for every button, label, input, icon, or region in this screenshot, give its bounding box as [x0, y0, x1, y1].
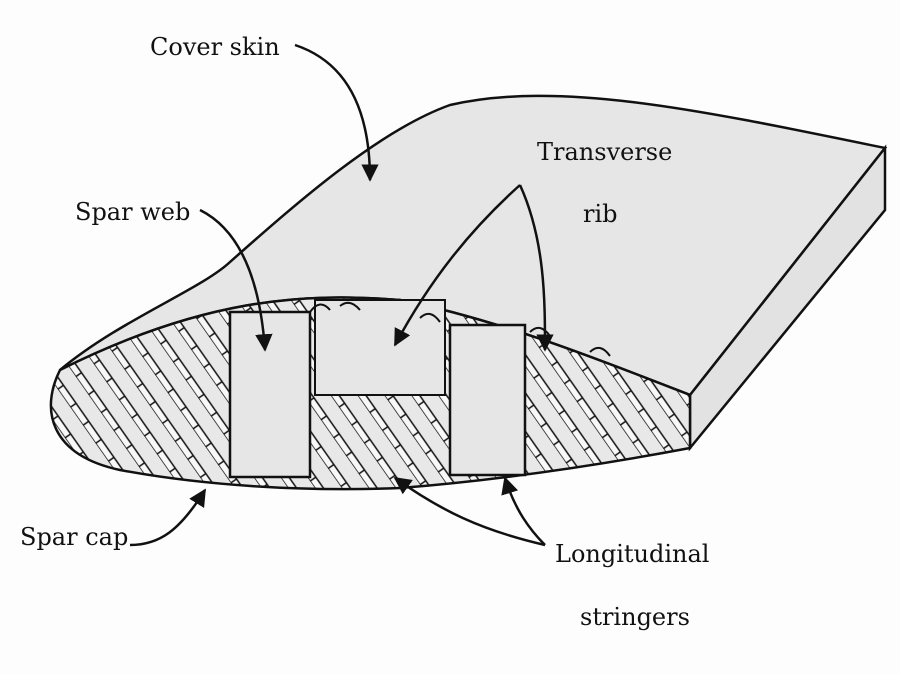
- label-longitudinal: Longitudinal: [555, 540, 709, 568]
- spar-web-front: [228, 310, 312, 479]
- spar-web-rear: [448, 323, 527, 477]
- label-spar-cap: Spar cap: [20, 523, 128, 551]
- label-transverse: Transverse: [537, 138, 672, 166]
- label-spar-web: Spar web: [75, 198, 190, 226]
- arrow-stringer-1: [393, 476, 546, 547]
- arrow-spar-cap: [129, 488, 207, 547]
- arrow-spar-web: [199, 208, 273, 352]
- arrow-cover-skin: [294, 43, 379, 182]
- label-stringers: stringers: [580, 603, 690, 631]
- label-cover-skin: Cover skin: [150, 33, 280, 61]
- label-rib: rib: [583, 200, 618, 228]
- arrow-rib-1: [393, 184, 521, 347]
- arrow-rib-2: [518, 184, 554, 352]
- arrow-stringer-2: [501, 476, 546, 546]
